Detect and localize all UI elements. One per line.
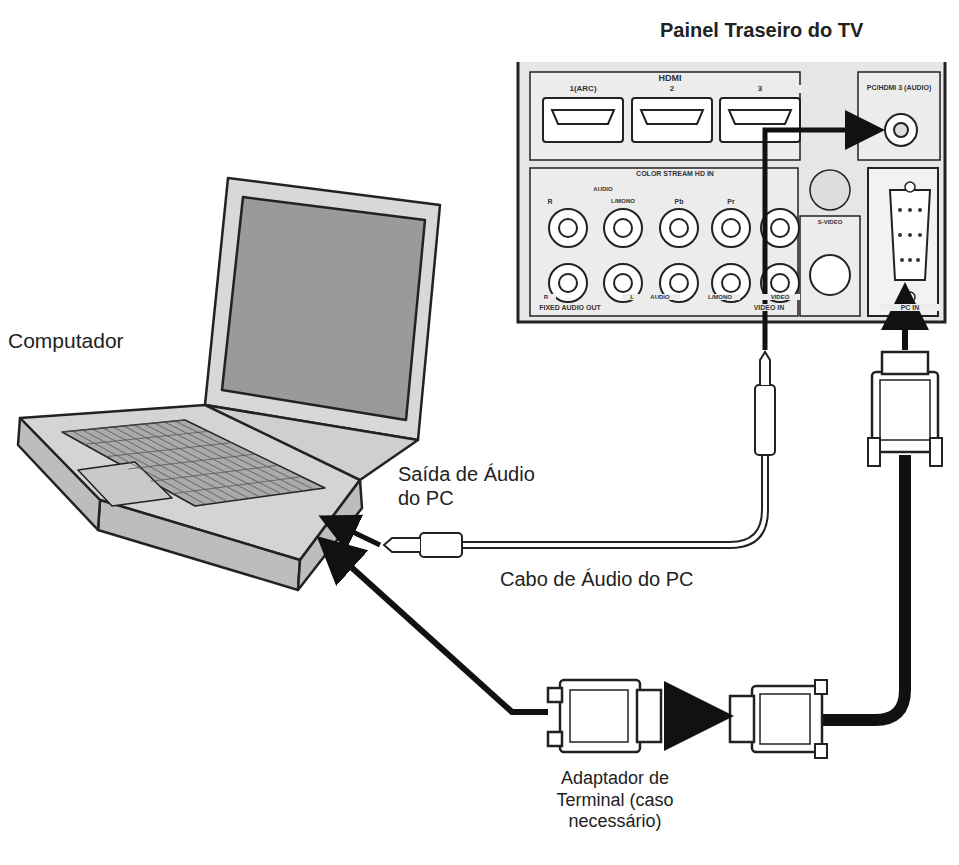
panel-text: 3 <box>717 85 803 93</box>
panel-text: AUDIO <box>640 294 680 300</box>
panel-text: L/MONO <box>603 198 643 204</box>
laptop <box>18 178 440 590</box>
panel-text: Pr <box>716 198 746 205</box>
panel-text: 2 <box>629 85 715 93</box>
terminal-adapter <box>548 680 661 752</box>
panel-text: S-VIDEO <box>805 219 855 225</box>
audio-cable <box>384 352 775 557</box>
adapter-label: Adaptador de Terminal (caso necessário) <box>530 768 700 833</box>
keyboard-keys <box>62 420 314 505</box>
vga-cable <box>730 352 942 758</box>
panel-text: PC IN <box>880 304 940 311</box>
connection-arrows <box>330 130 905 716</box>
panel-text: PC/HDMI 3 (AUDIO) <box>862 84 936 91</box>
panel-text: HDMI <box>630 74 710 83</box>
panel-text: COLOR STREAM HD IN <box>600 170 750 177</box>
panel-text: R <box>536 294 556 300</box>
panel-text: L/MONO <box>700 294 740 300</box>
panel-text: VIDEO <box>760 294 800 300</box>
panel-text: FIXED AUDIO OUT <box>535 304 605 311</box>
panel-text: L <box>622 294 642 300</box>
panel-text: R <box>540 198 560 205</box>
panel-text: Pb <box>664 198 694 205</box>
panel-text: 1(ARC) <box>540 85 626 93</box>
panel-text: VIDEO IN <box>744 304 794 311</box>
device-label: Computador <box>8 328 188 353</box>
cable-label: Cabo de Áudio do PC <box>500 567 760 591</box>
port-label: Saída de Áudio do PC <box>398 462 538 510</box>
vga-pins <box>898 208 922 262</box>
tv-rear-panel <box>518 62 945 322</box>
panel-text: AUDIO <box>583 186 623 192</box>
panel-title: Painel Traseiro do TV <box>660 18 955 42</box>
